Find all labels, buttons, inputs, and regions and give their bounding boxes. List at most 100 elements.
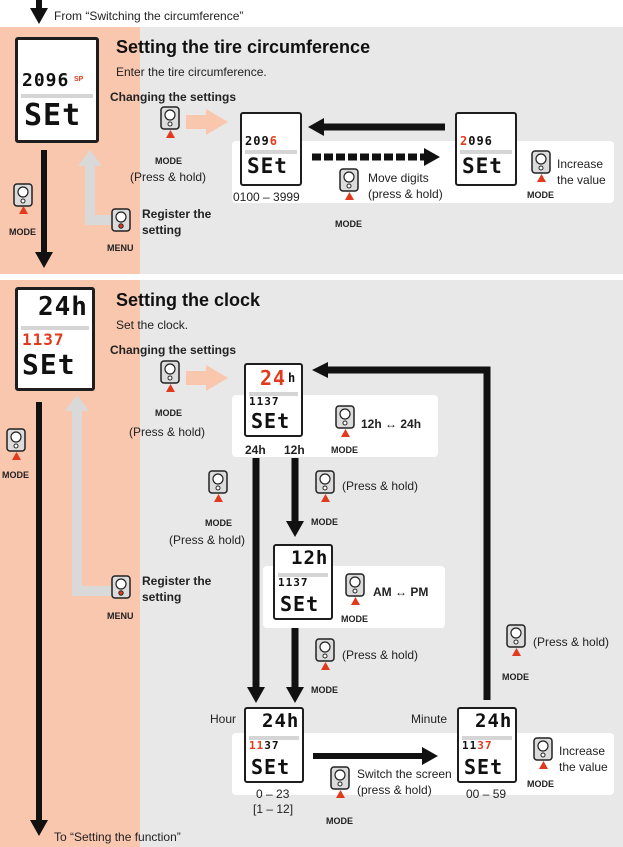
press-arrow-icon	[321, 494, 330, 502]
press-arrow-icon	[341, 429, 350, 437]
clock-ampm-mode-button[interactable]: MODE AM ↔ PM	[341, 573, 441, 627]
lcd-bottom: SEt	[251, 409, 291, 433]
clock-left-lcd: 24h 1137 SEt	[15, 287, 95, 391]
mode-button-icon	[339, 168, 359, 192]
label-12h: 12h	[284, 443, 305, 457]
mode-button-icon	[160, 360, 180, 384]
lcd-mid: 1137	[249, 395, 280, 408]
clock-ampm-exit-mode-button[interactable]: MODE (Press & hold)	[311, 638, 431, 698]
press-arrow-icon	[166, 384, 175, 392]
mode-label: MODE	[341, 614, 368, 624]
lcd-bottom: SEt	[24, 98, 82, 133]
mode-button-icon	[531, 150, 551, 174]
clock-changing: Changing the settings	[110, 343, 236, 357]
tire-register-button[interactable]: Register the setting MENU	[105, 205, 220, 255]
lcd-top: 24	[260, 366, 287, 390]
press-arrow-icon	[214, 494, 223, 502]
mode-button-icon	[6, 428, 26, 452]
clock-left-mode-button[interactable]: MODE	[2, 428, 38, 484]
mode-button-icon	[335, 405, 355, 429]
lcd-bottom: SEt	[462, 154, 503, 178]
press-arrow-icon	[537, 174, 546, 182]
increase-text: Increase the value	[559, 744, 608, 774]
press-hold-text: (Press & hold)	[342, 479, 419, 493]
clock-register-arrow	[72, 405, 112, 596]
mode-button-icon	[533, 737, 553, 761]
hour-range: 0 – 23	[256, 787, 290, 801]
clock-switch-mode-button[interactable]: MODE Switch the screen (press & hold)	[326, 766, 456, 830]
mode-button-icon	[160, 106, 180, 130]
clock-register-button[interactable]: Register the setting MENU	[105, 572, 220, 624]
lcd-h: h	[288, 371, 297, 385]
lcd-top: 24h	[475, 710, 513, 732]
press-arrow-icon	[539, 761, 548, 769]
clock-ampm-lcd: 12h 1137 SEt	[273, 544, 333, 620]
mode-label: MODE	[205, 518, 232, 528]
menu-button-icon	[111, 575, 131, 599]
clock-increase-mode-button[interactable]: MODE Increase the value	[527, 737, 619, 793]
clock-format-lcd: 24 h 1137 SEt	[244, 363, 303, 437]
lcd-bar	[249, 392, 298, 396]
mode-label: MODE	[331, 445, 358, 455]
mode-label: MODE	[311, 685, 338, 695]
minute-range: 00 – 59	[466, 787, 507, 801]
lcd-bar	[278, 573, 328, 577]
move-digits-text: Move digits (press & hold)	[368, 171, 443, 201]
hour-label: Hour	[210, 712, 237, 726]
lcd-bottom: SEt	[464, 755, 504, 779]
lcd-top: 24h	[262, 710, 300, 732]
tire-mode-button[interactable]: MODE (Press & hold)	[128, 106, 228, 188]
tire-changing: Changing the settings	[110, 90, 236, 104]
mode-label: MODE	[311, 517, 338, 527]
press-hold-text: (Press & hold)	[342, 648, 419, 662]
lcd-mid: 1137	[249, 739, 280, 752]
press-arrow-icon	[19, 206, 28, 214]
register-text: Register the setting	[142, 574, 212, 604]
clock-subtitle: Set the clock.	[116, 318, 189, 332]
menu-label: MENU	[107, 611, 134, 621]
from-text: From “Switching the circumference”	[54, 9, 244, 23]
arrow-minute-back	[320, 366, 491, 700]
lcd-top: 2096	[22, 70, 70, 91]
tire-move-mode-button[interactable]: MODE Move digits (press & hold)	[335, 168, 455, 234]
lcd-mid: 1137	[462, 739, 493, 752]
lcd-top: 2096	[245, 134, 278, 148]
lcd-mid: 1137	[278, 576, 309, 589]
tire-lcd-a: 2096 SEt	[240, 112, 302, 186]
mode-label: MODE	[2, 470, 29, 480]
lcd-bar	[21, 94, 93, 98]
clock-minute-lcd: 24h 1137 SEt	[457, 707, 517, 783]
mode-label: MODE	[335, 219, 362, 229]
press-arrow-icon	[351, 597, 360, 605]
tire-register-arrow	[85, 160, 112, 225]
clock-mode-button[interactable]: MODE (Press & hold)	[127, 360, 227, 444]
clock-minute-exit-mode-button[interactable]: MODE (Press & hold)	[502, 624, 622, 686]
clock-1224-mode-button[interactable]: MODE 12h ↔ 24h	[331, 405, 441, 455]
lcd-bar	[249, 736, 299, 740]
lcd-bar	[21, 326, 89, 330]
clock-12h-mode-button[interactable]: MODE (Press & hold)	[311, 470, 431, 530]
press-arrow-icon	[345, 192, 354, 200]
press-hold-text: (Press & hold)	[129, 425, 206, 439]
tire-increase-mode-button[interactable]: MODE Increase the value	[527, 150, 617, 204]
mode-label: MODE	[155, 156, 182, 166]
press-hold-text: (Press & hold)	[169, 533, 246, 547]
mode-label: MODE	[9, 227, 36, 237]
lcd-bar	[460, 150, 512, 154]
lcd-top: 12h	[291, 547, 329, 569]
mode-button-icon	[345, 573, 365, 597]
lcd-top: 24h	[38, 292, 88, 322]
lcd-bottom: SEt	[247, 154, 288, 178]
tire-range: 0100 – 3999	[233, 190, 300, 204]
lcd-top: 2096	[460, 134, 493, 148]
clock-24h-mode-button[interactable]: MODE (Press & hold)	[168, 470, 268, 550]
tire-left-mode-button[interactable]: MODE	[9, 183, 39, 239]
tire-lcd-b: 2096 SEt	[455, 112, 517, 186]
mode-button-icon	[208, 470, 228, 494]
toggle-1224-text: 12h ↔ 24h	[361, 417, 422, 431]
switch-text: Switch the screen (press & hold)	[357, 767, 452, 797]
lcd-bar	[462, 736, 512, 740]
lcd-mid: 1137	[22, 330, 65, 349]
hour-range-12: [1 – 12]	[253, 802, 294, 816]
